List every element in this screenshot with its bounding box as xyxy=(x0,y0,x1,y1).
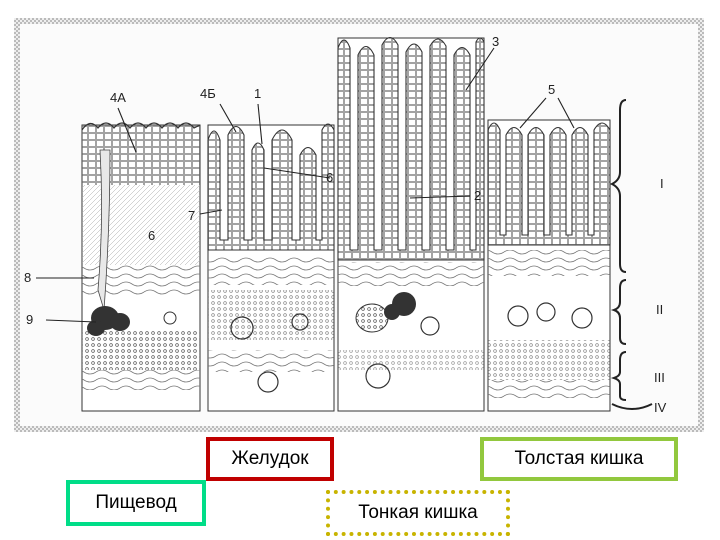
caption-small-intestine-text: Тонкая кишка xyxy=(358,502,478,523)
layer-brackets xyxy=(609,99,653,410)
panel-esophagus xyxy=(81,122,201,412)
panel-colon xyxy=(487,119,611,412)
caption-esophagus: Пищевод xyxy=(66,480,206,526)
panel-small-intestine xyxy=(337,36,485,412)
layer-label-3: III xyxy=(654,370,665,385)
label-7: 7 xyxy=(188,208,195,223)
label-3: 3 xyxy=(492,34,499,49)
label-2: 2 xyxy=(474,188,481,203)
label-6-upper: 6 xyxy=(326,170,333,185)
label-5: 5 xyxy=(548,82,555,97)
caption-stomach-text: Желудок xyxy=(231,448,309,469)
layer-label-2: II xyxy=(656,302,663,317)
label-6-lower: 6 xyxy=(148,228,155,243)
caption-colon-text: Толстая кишка xyxy=(514,448,644,469)
caption-esophagus-text: Пищевод xyxy=(95,492,177,513)
label-4a: 4А xyxy=(110,90,126,105)
caption-colon: Толстая кишка xyxy=(480,437,678,481)
label-8: 8 xyxy=(24,270,31,285)
label-9: 9 xyxy=(26,312,33,327)
panel-stomach xyxy=(207,123,335,412)
label-1: 1 xyxy=(254,86,261,101)
layer-label-4: IV xyxy=(654,400,667,415)
leader-lines xyxy=(36,47,575,323)
label-4b: 4Б xyxy=(200,86,216,101)
caption-stomach: Желудок xyxy=(206,437,334,481)
caption-small-intestine: Тонкая кишка xyxy=(326,490,510,536)
layer-label-1: I xyxy=(660,176,664,191)
